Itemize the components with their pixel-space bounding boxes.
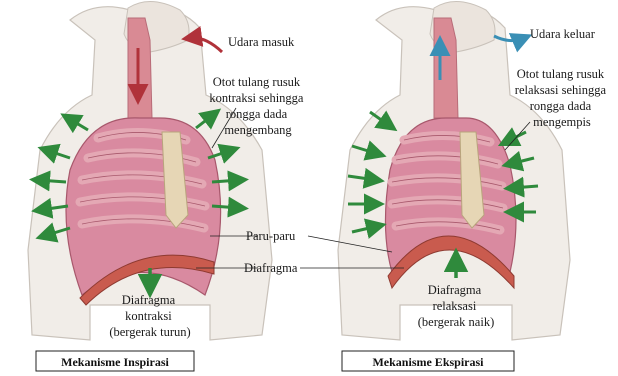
- torso-inspiration: [28, 1, 272, 340]
- air-out-label: Udara keluar: [530, 27, 596, 41]
- lungs-label: Paru-paru: [246, 229, 296, 243]
- caption-expiration: Mekanisme Ekspirasi: [342, 351, 514, 371]
- trachea-right: [434, 18, 458, 118]
- air-in-label: Udara masuk: [228, 35, 295, 49]
- caption-expiration-text: Mekanisme Ekspirasi: [372, 355, 484, 369]
- trachea-left: [128, 18, 152, 118]
- caption-inspiration: Mekanisme Inspirasi: [36, 351, 194, 371]
- caption-inspiration-text: Mekanisme Inspirasi: [61, 355, 169, 369]
- diaphragm-label-right: Diafragma relaksasi (bergerak naik): [418, 283, 494, 329]
- diaphragm-center-label: Diafragma: [244, 261, 298, 275]
